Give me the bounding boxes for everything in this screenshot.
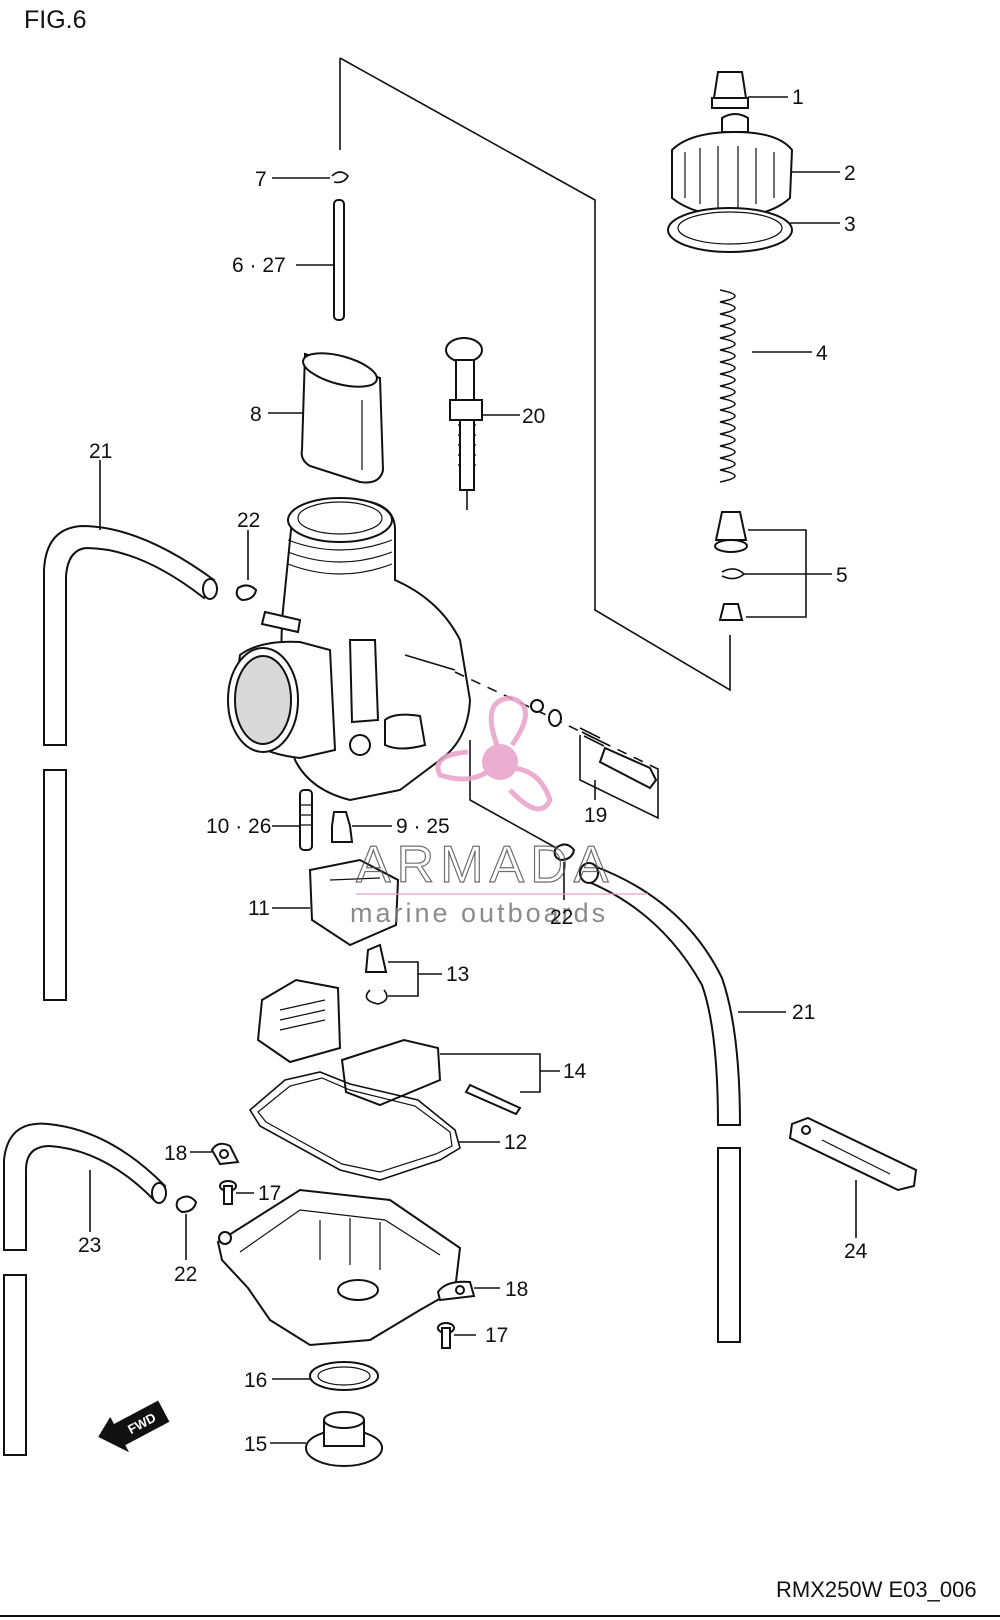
watermark-brand: ARMADA [356,836,614,894]
part-21-hose-right[interactable] [579,862,742,1343]
watermark-logo: ARMADA marine outboards [350,695,648,928]
part-18-cable-guide-upper[interactable] [210,1142,240,1166]
part-18-cable-guide-lower[interactable] [436,1280,476,1302]
callout-16: 16 [244,1369,267,1392]
callout-22-lower: 22 [174,1263,197,1286]
callout-3: 3 [844,213,856,236]
callout-5: 5 [836,564,848,587]
callout-9-25: 9 · 25 [396,815,450,838]
watermark-tagline: marine outboards [350,898,608,928]
callout-17-upper: 17 [258,1182,281,1205]
part-21-hose-left[interactable] [43,524,218,1001]
callout-2: 2 [844,162,856,185]
part-20-air-screw[interactable] [445,337,483,510]
part-15-drain-plug[interactable] [305,1411,383,1467]
callout-24: 24 [844,1240,868,1263]
part-11-float[interactable] [308,858,400,947]
callout-20: 20 [522,405,545,428]
callout-18-upper: 18 [164,1142,187,1165]
part-13-float-clip[interactable] [364,943,388,1005]
part-6-27-jet-needle[interactable] [333,199,345,321]
part-22-clamp-lower[interactable] [175,1195,198,1214]
callout-21-right: 21 [792,1001,815,1024]
part-9-25-main-jet[interactable] [331,811,354,843]
callout-18-lower: 18 [505,1278,528,1301]
callout-15: 15 [244,1433,267,1456]
callout-19: 19 [584,804,607,827]
part-10-26-pilot-jet[interactable] [299,789,313,851]
part-3-gasket[interactable] [667,207,793,253]
callout-21-left: 21 [89,440,112,463]
callout-1: 1 [792,86,804,109]
diagram-code: RMX250W E03_006 [776,1577,977,1602]
part-8-throttle-valve[interactable] [300,347,385,484]
part-22-clamp-mid[interactable] [553,843,576,862]
part-1-cap-nut[interactable] [711,71,749,109]
assembly-guide-line [339,57,731,692]
callout-23: 23 [78,1234,101,1257]
part-12-gasket[interactable] [248,1071,461,1181]
part-2-top-cap[interactable] [671,113,794,218]
part-19-needle-valve[interactable] [530,699,658,790]
propeller-icon [435,695,553,812]
callout-22-mid: 22 [550,906,573,929]
part-23-vent-hose[interactable] [3,1122,167,1456]
callout-6-27: 6 · 27 [232,254,286,277]
callout-7: 7 [255,168,267,191]
part-14-float-set[interactable] [256,978,522,1116]
part-17-screw-lower[interactable] [437,1322,455,1349]
callout-11: 11 [248,897,270,920]
part-5-needle-clip-set[interactable] [714,511,748,621]
callout-8: 8 [250,403,262,426]
callout-10-26: 10 · 26 [206,815,271,838]
float-bowl[interactable] [216,1188,462,1347]
callout-12: 12 [504,1131,527,1154]
part-24-bracket[interactable] [788,1116,918,1192]
part-7-e-clip[interactable] [331,171,349,184]
part-4-spring[interactable] [719,289,736,483]
part-17-screw-upper[interactable] [219,1180,237,1205]
callout-4: 4 [816,342,828,365]
callout-13: 13 [446,963,469,986]
callout-22-upper: 22 [237,509,260,532]
fwd-arrow-icon: FWD [98,1400,170,1453]
callout-17-lower: 17 [485,1324,508,1347]
figure-title: FIG.6 [24,6,87,34]
part-22-clamp-upper[interactable] [235,584,258,602]
carburetor-body[interactable] [227,497,472,802]
part-16-o-ring[interactable] [309,1361,379,1391]
callout-14: 14 [563,1060,587,1083]
